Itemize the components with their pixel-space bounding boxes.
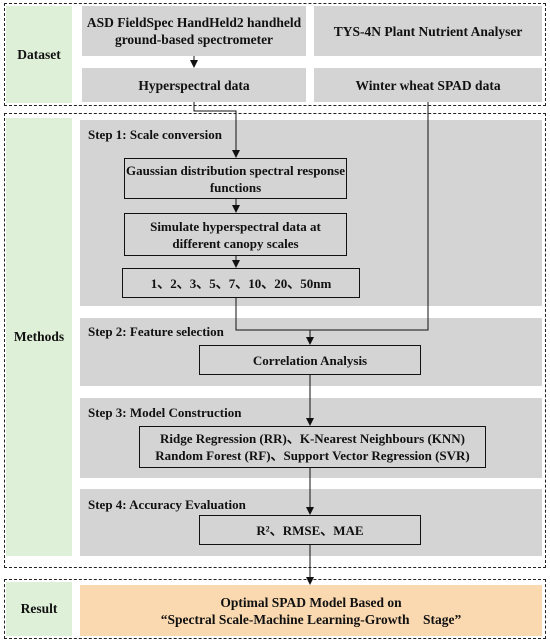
methods-label-text: Methods <box>13 329 65 344</box>
simulate-scales-text: Simulate hyperspectral data at different… <box>150 218 321 251</box>
methods-label: Methods <box>6 118 72 556</box>
arrow-hyperspectral-to-gaussian <box>193 102 240 158</box>
spectrometer-box: ASD FieldSpec HandHeld2 handheld ground-… <box>82 6 306 56</box>
correlation-analysis-text: Correlation Analysis <box>252 352 368 368</box>
optimal-model-line2: “Spectral Scale-Machine Learning-Growth … <box>160 611 462 627</box>
dataset-section <box>4 3 546 106</box>
nutrient-analyser-box: TYS-4N Plant Nutrient Analyser <box>314 6 542 56</box>
gaussian-srf-node: Gaussian distribution spectral response … <box>124 158 347 199</box>
result-label-text: Result <box>20 601 58 616</box>
gaussian-srf-text: Gaussian distribution spectral response … <box>126 162 345 195</box>
correlation-analysis-node: Correlation Analysis <box>199 345 421 375</box>
spectral-resolutions-node: 1、2、3、5、7、10、20、50nm <box>122 268 360 298</box>
step4-title: Step 4: Accuracy Evaluation <box>88 497 246 512</box>
spectral-resolutions-text: 1、2、3、5、7、10、20、50nm <box>150 275 332 291</box>
spectrometer-title: ASD FieldSpec HandHeld2 handheld ground-… <box>86 15 302 47</box>
models-line2: Random Forest (RF)、Support Vector Regres… <box>155 448 470 463</box>
simulate-scales-node: Simulate hyperspectral data at different… <box>124 213 347 256</box>
optimal-model-box: Optimal SPAD Model Based on “Spectral Sc… <box>80 585 542 636</box>
hyperspectral-data-box: Hyperspectral data <box>82 68 306 102</box>
spad-data-text: Winter wheat SPAD data <box>355 77 501 93</box>
step2-title: Step 2: Feature selection <box>88 324 224 339</box>
optimal-model-line1: Optimal SPAD Model Based on <box>220 594 402 610</box>
accuracy-metrics-text: R²、RMSE、MAE <box>256 522 364 538</box>
result-section <box>4 579 546 639</box>
methods-section <box>4 113 546 568</box>
result-label: Result <box>6 582 72 636</box>
spad-data-box: Winter wheat SPAD data <box>314 68 542 102</box>
step3-title: Step 3: Model Construction <box>88 405 242 420</box>
dataset-label: Dataset <box>6 6 72 103</box>
arrow-resolutions-to-correlation <box>235 298 314 345</box>
accuracy-metrics-node: R²、RMSE、MAE <box>199 515 421 545</box>
models-line1: Ridge Regression (RR)、K-Nearest Neighbou… <box>160 431 465 446</box>
step1-title: Step 1: Scale conversion <box>88 127 222 142</box>
nutrient-analyser-title: TYS-4N Plant Nutrient Analyser <box>333 23 523 39</box>
models-node: Ridge Regression (RR)、K-Nearest Neighbou… <box>139 426 486 468</box>
hyperspectral-data-text: Hyperspectral data <box>138 77 250 93</box>
arrow-spad-to-correlation <box>310 102 429 331</box>
dataset-label-text: Dataset <box>17 46 61 62</box>
